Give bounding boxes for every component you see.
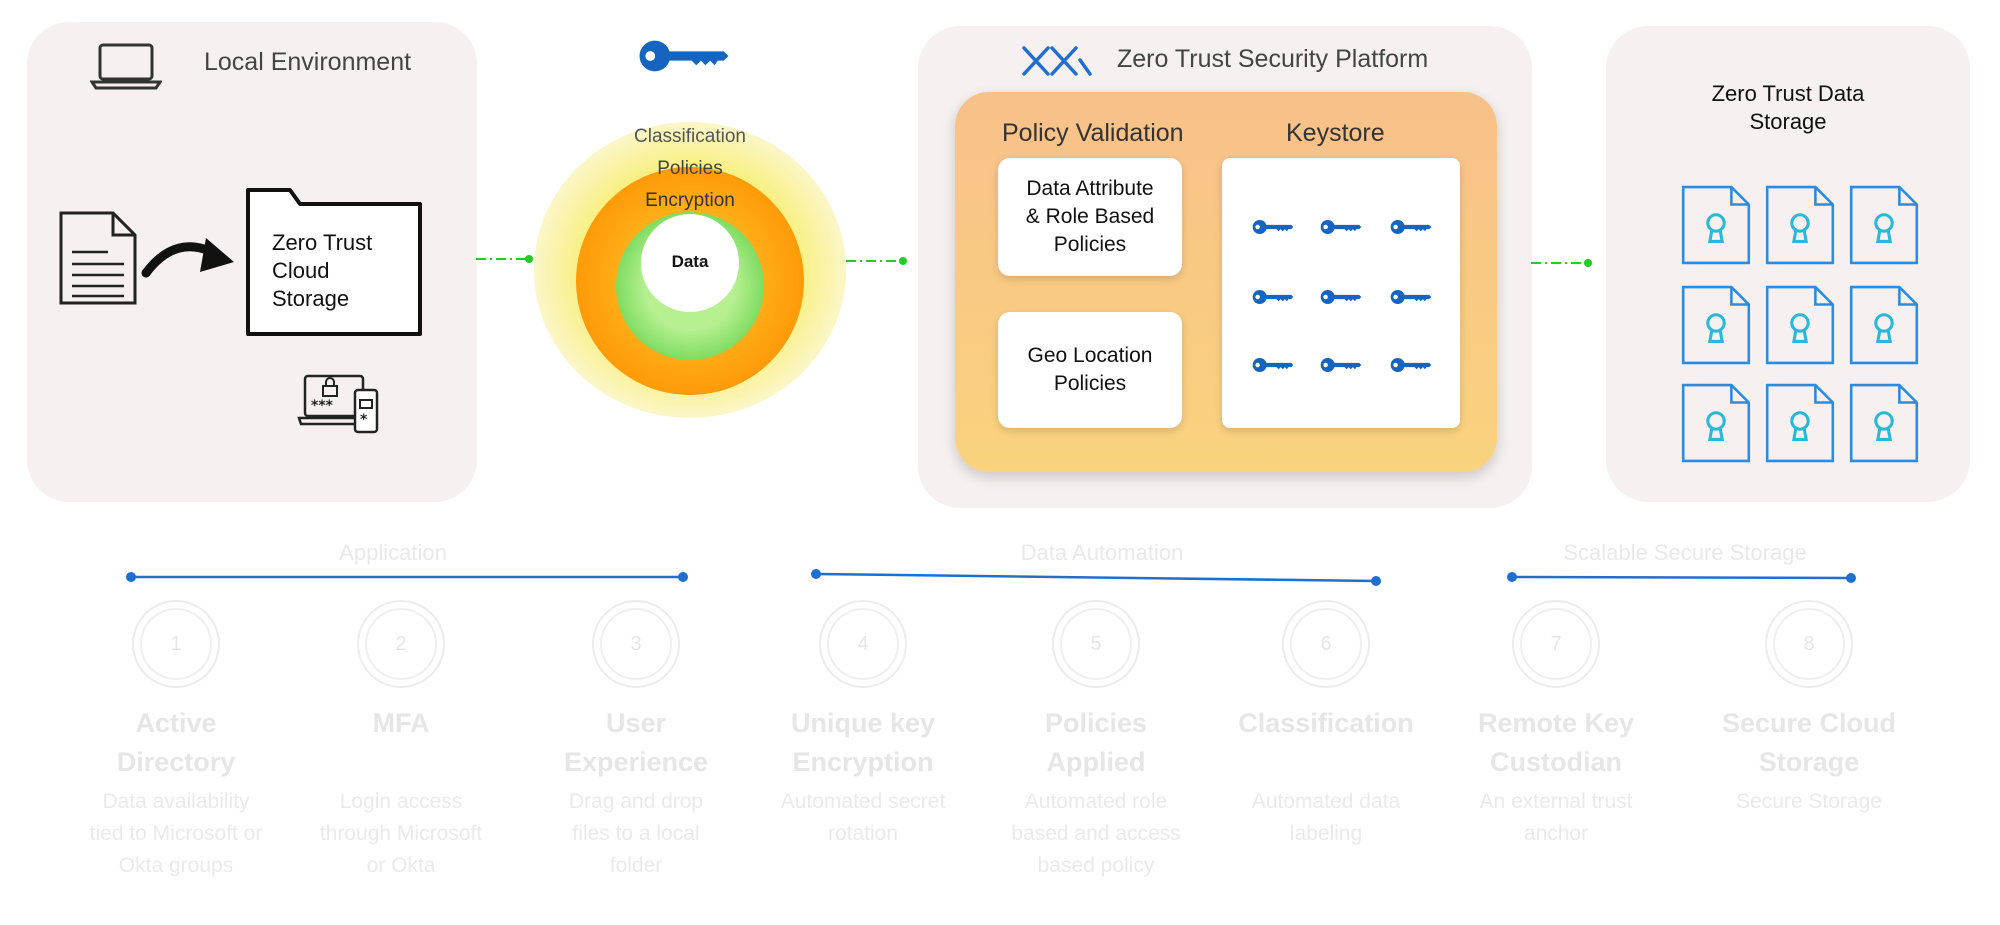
key-icon [638,36,730,76]
step-description: Automated role based and access based po… [1011,790,1181,877]
folder-label: Zero Trust Cloud Storage [272,230,373,311]
step-title: User Experience [563,708,709,777]
section-data-automation: Data Automation [1020,540,1184,565]
section-lines [126,569,1856,586]
step-description: Secure Storage [1736,790,1882,813]
laptop-icon [90,43,162,90]
local-environment-title: Local Environment [204,48,412,76]
step-number: 5 [1060,608,1132,680]
document-icon [59,211,137,305]
step-description: Automated secret rotation [780,790,946,845]
step-number: 2 [365,608,437,680]
step-title: Policies Applied [1044,708,1148,777]
layer-classification-label: Classification [634,126,746,147]
keystore-key-icon [1252,288,1294,306]
policy-validation-title: Policy Validation [1002,119,1184,147]
connector-line-3 [1531,259,1592,267]
step-number-ring: 6 [1282,600,1370,688]
secure-storage-line [1511,575,1852,580]
keystore-key-icon [1320,288,1362,306]
curved-arrow-icon [141,238,234,278]
svg-text:***: *** [311,398,334,414]
data-storage-title: Zero Trust Data Storage [1711,81,1865,134]
keystore-key-icon [1252,218,1294,236]
step-number: 3 [600,608,672,680]
step-number-ring: 4 [819,600,907,688]
role-based-policies-label: Data Attribute & Role Based Policies [1025,177,1155,256]
step-number: 8 [1773,608,1845,680]
step-description: Drag and drop files to a local folder [568,790,704,877]
locked-file-icon [1764,184,1836,266]
step-number-ring: 1 [132,600,220,688]
section-secure-storage: Scalable Secure Storage [1563,540,1807,565]
keystore-key-icon [1252,356,1294,374]
step-number: 1 [140,608,212,680]
keystore-key-icon [1320,356,1362,374]
geo-location-policies-card: Geo Location Policies [998,312,1182,428]
step-number-ring: 2 [357,600,445,688]
data-automation-line [815,572,1377,583]
role-based-policies-card: Data Attribute & Role Based Policies [998,158,1182,276]
layer-policies-label: Policies [657,158,723,179]
svg-text:*: * [360,412,368,428]
step-description: Login access through Microsoft or Okta [319,790,483,877]
step-number-ring: 3 [592,600,680,688]
step-number-ring: 5 [1052,600,1140,688]
locked-file-icon [1764,284,1836,366]
geo-location-policies-label: Geo Location Policies [1027,344,1153,395]
step-number: 7 [1520,608,1592,680]
connector-line-2 [846,257,907,265]
data-protection-layers [534,122,846,418]
step-number-ring: 7 [1512,600,1600,688]
step-title: Classification [1238,708,1414,738]
folder-icon [246,188,422,336]
step-number-ring: 8 [1765,600,1853,688]
step-description: Data availability tied to Microsoft or O… [89,790,263,877]
locked-file-icon [1680,284,1752,366]
locked-file-icon [1764,382,1836,464]
layer-encryption-label: Encryption [645,190,735,211]
keystore-title: Keystore [1286,119,1385,147]
platform-logo-icon [1022,46,1092,76]
step-title: MFA [372,708,430,738]
locked-file-icon [1848,184,1920,266]
platform-title: Zero Trust Security Platform [1117,45,1429,73]
password-device-icon: *** * [297,374,379,434]
keystore-key-icon [1390,288,1432,306]
locked-file-icon [1848,284,1920,366]
step-description: Automated data labeling [1251,790,1401,845]
locked-file-icon [1848,382,1920,464]
layer-data-label: Data [671,252,709,271]
step-number: 6 [1290,608,1362,680]
step-number: 4 [827,608,899,680]
step-title: Secure Cloud Storage [1721,708,1897,777]
step-description: An external trust anchor [1479,790,1633,845]
step-title: Active Directory [116,708,236,777]
keystore-key-icon [1390,218,1432,236]
locked-file-icon [1680,382,1752,464]
step-title: Unique key Encryption [790,708,936,777]
step-title: Remote Key Custodian [1477,708,1635,777]
keystore-key-icon [1390,356,1432,374]
locked-file-icon [1680,184,1752,266]
section-application: Application [339,540,447,565]
keystore-key-icon [1320,218,1362,236]
connector-line-1 [476,255,533,263]
